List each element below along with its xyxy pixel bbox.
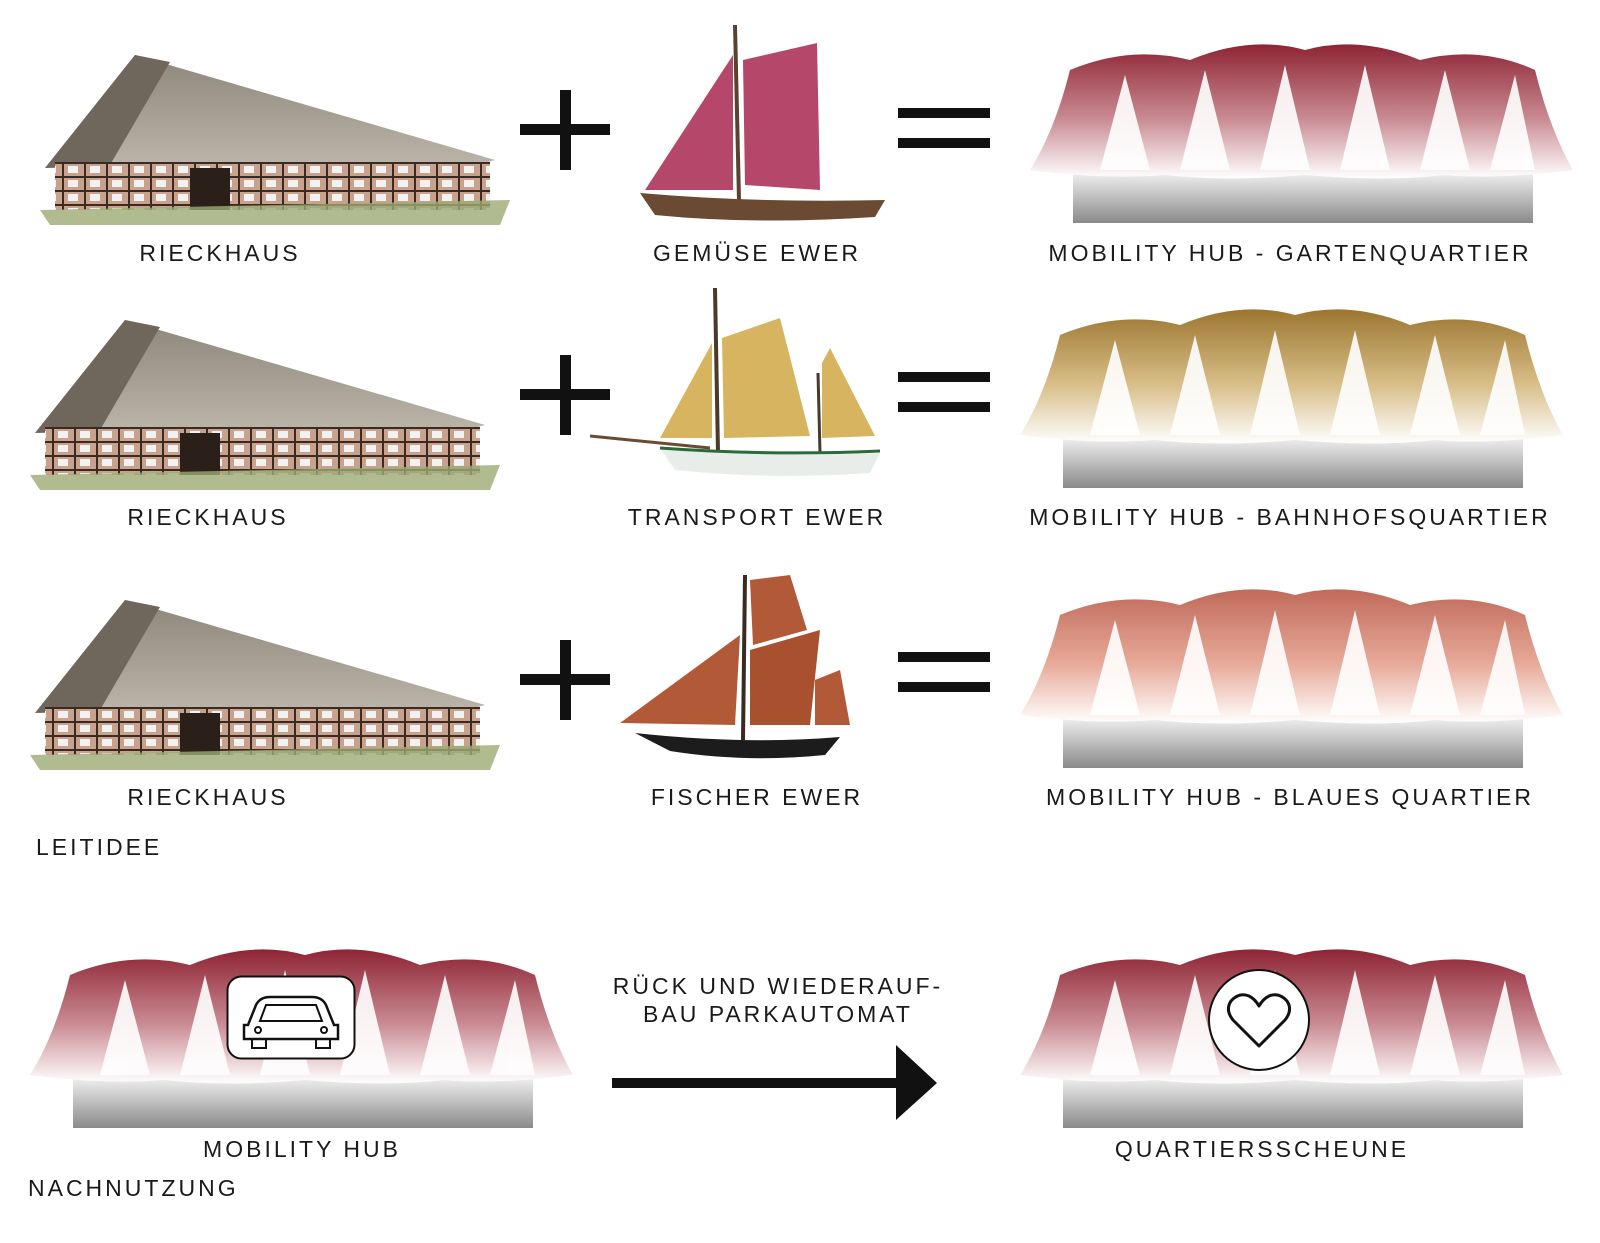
arrow-caption: RÜCK UND WIEDERAUF- BAU PARKAUTOMAT — [613, 972, 943, 1028]
gemuese-ewer-image — [640, 25, 885, 221]
fischer-ewer-label: FISCHER EWER — [650, 784, 864, 810]
plus-sign — [520, 90, 610, 170]
rieckhaus-label: RIECKHAUS — [139, 240, 301, 266]
equals-sign — [898, 652, 990, 692]
rieckhaus-image — [30, 600, 500, 770]
row-2: RIECKHAUS TRANSPORT EWER MOBILITY HUB - … — [0, 0, 1600, 540]
plus-sign — [520, 640, 610, 720]
row-3: RIECKHAUS FISCHER EWER MOBILITY HUB - BL… — [30, 575, 1563, 810]
mobility-hub-label: MOBILITY HUB — [203, 1136, 401, 1162]
rieckhaus-image — [30, 320, 500, 490]
plus-sign — [520, 355, 610, 435]
fischer-ewer-image — [620, 575, 850, 759]
rieckhaus-label: RIECKHAUS — [127, 784, 289, 810]
row-1: RIECKHAUS GEMÜSE EWER MOBILITY HUB - GAR… — [0, 0, 1600, 270]
mobility-hub-blaues-quartier-label: MOBILITY HUB - BLAUES QUARTIER — [1046, 784, 1534, 810]
mobility-hub-gartenquartier-label: MOBILITY HUB - GARTENQUARTIER — [1048, 240, 1532, 266]
right-arrow — [612, 1045, 937, 1120]
rieckhaus-image — [40, 55, 510, 225]
gemuese-ewer-label: GEMÜSE EWER — [652, 240, 862, 266]
car-icon — [226, 975, 356, 1060]
equals-sign — [898, 372, 990, 412]
section-title-leitidee: LEITIDEE — [36, 834, 163, 860]
rieckhaus-label: RIECKHAUS — [127, 504, 289, 530]
quartiersscheune-label: QUARTIERSSCHEUNE — [1114, 1136, 1410, 1162]
arrow-caption-line-2: BAU PARKAUTOMAT — [643, 1001, 913, 1027]
heart-icon — [1208, 969, 1310, 1071]
transport-ewer-label: TRANSPORT EWER — [627, 504, 887, 530]
transport-ewer-image — [590, 288, 881, 476]
mobility-hub-blaues-quartier-image — [1020, 589, 1563, 768]
mobility-hub-bahnhofsquartier-image — [1020, 309, 1563, 488]
equals-sign — [898, 108, 990, 148]
mobility-hub-bahnhofsquartier-label: MOBILITY HUB - BAHNHOFSQUARTIER — [1029, 504, 1551, 530]
section-title-nachnutzung: NACHNUTZUNG — [28, 1175, 239, 1201]
mobility-hub-gartenquartier-image — [1030, 44, 1573, 223]
arrow-caption-line-1: RÜCK UND WIEDERAUF- — [612, 973, 944, 999]
